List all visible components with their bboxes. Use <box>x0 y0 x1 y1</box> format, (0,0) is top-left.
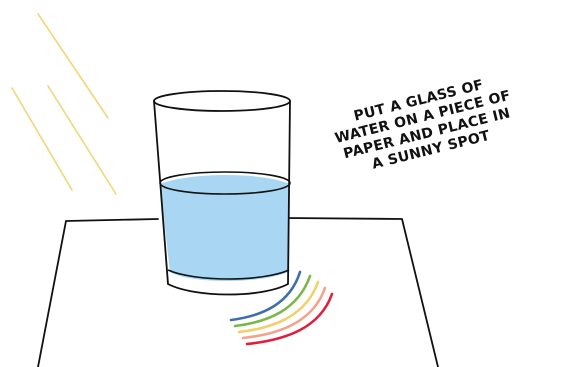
sun-ray <box>38 14 108 118</box>
glass-base <box>168 284 288 295</box>
sun-ray <box>12 88 72 190</box>
sun-rays-icon <box>12 14 116 194</box>
sun-ray <box>48 86 116 194</box>
rainbow-arcs-icon <box>231 272 332 344</box>
glass-of-water-icon <box>154 91 290 295</box>
glass-rim <box>154 91 290 111</box>
